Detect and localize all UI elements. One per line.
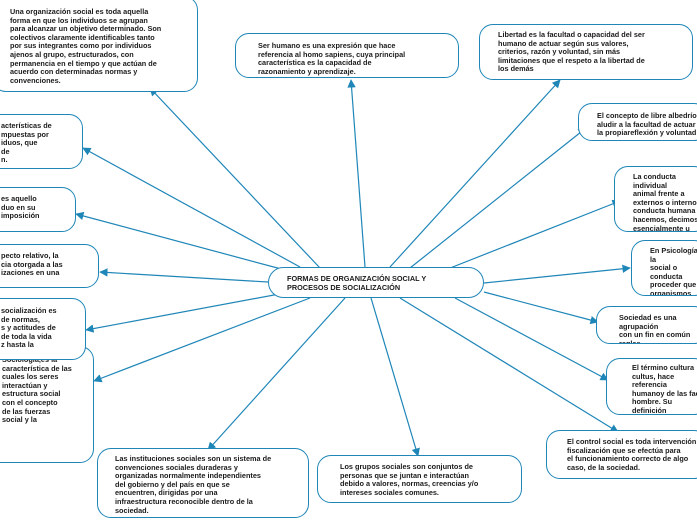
edge-organizacion-social xyxy=(149,87,321,269)
topic-node-socializacion[interactable]: socialización es de normas, s y actitude… xyxy=(0,298,86,360)
topic-node-psicologia[interactable]: En Psicología, la social o conducta proc… xyxy=(631,240,697,296)
edge-libertad xyxy=(389,79,561,268)
edge-conducta xyxy=(439,199,621,273)
edge-instituciones-sociales xyxy=(207,297,346,451)
edge-aquello-individuo xyxy=(75,211,286,271)
topic-node-caracteristicas[interactable]: acterísticas de mpuestas por iduos, que … xyxy=(0,114,83,169)
topic-node-conducta[interactable]: La conducta individual animal frente a e… xyxy=(614,166,697,232)
topic-node-grupos-sociales[interactable]: Los grupos sociales son conjuntos de per… xyxy=(317,455,522,503)
edge-socializacion xyxy=(85,291,291,333)
topic-node-libre-albedrio[interactable]: El concepto de libre albedrío aludir a l… xyxy=(578,103,697,141)
topic-node-sociedad[interactable]: Sociedad es una agrupación con un fin en… xyxy=(596,306,697,344)
topic-node-instituciones-sociales[interactable]: Las instituciones sociales son un sistem… xyxy=(97,448,309,518)
edge-caracteristicas xyxy=(82,147,301,268)
topic-node-respeto-relativo[interactable]: pecto relativo, la cia otorgada a las iz… xyxy=(0,244,99,288)
topic-node-control-social[interactable]: El control social es toda intervención f… xyxy=(546,430,697,479)
topic-node-cultura[interactable]: El término cultura cultus, hace referenc… xyxy=(606,358,697,415)
edge-libre-albedrio xyxy=(409,127,587,269)
topic-node-organizacion-social[interactable]: Una organización social es toda aquella … xyxy=(0,0,198,92)
topic-node-ser-humano[interactable]: Ser humano es una expresión que hace ref… xyxy=(235,33,459,78)
central-topic-node[interactable]: FORMAS DE ORGANIZACIÓN SOCIAL Y PROCESOS… xyxy=(268,267,484,298)
edge-respeto-relativo xyxy=(99,268,269,283)
edge-cultura xyxy=(454,297,609,381)
topic-node-aquello-individuo[interactable]: es aquello duo en su imposición xyxy=(0,187,76,232)
topic-node-sociologia[interactable]: Sociología,es la característica de las c… xyxy=(0,346,94,463)
edge-grupos-sociales xyxy=(370,297,420,457)
edge-psicologia xyxy=(483,264,631,284)
edge-sociedad xyxy=(483,291,599,325)
edge-sociologia xyxy=(93,297,311,383)
edge-ser-humano xyxy=(347,79,366,268)
topic-node-libertad[interactable]: Libertad es la facultad o capacidad del … xyxy=(479,24,693,80)
edge-control-social xyxy=(399,297,619,433)
